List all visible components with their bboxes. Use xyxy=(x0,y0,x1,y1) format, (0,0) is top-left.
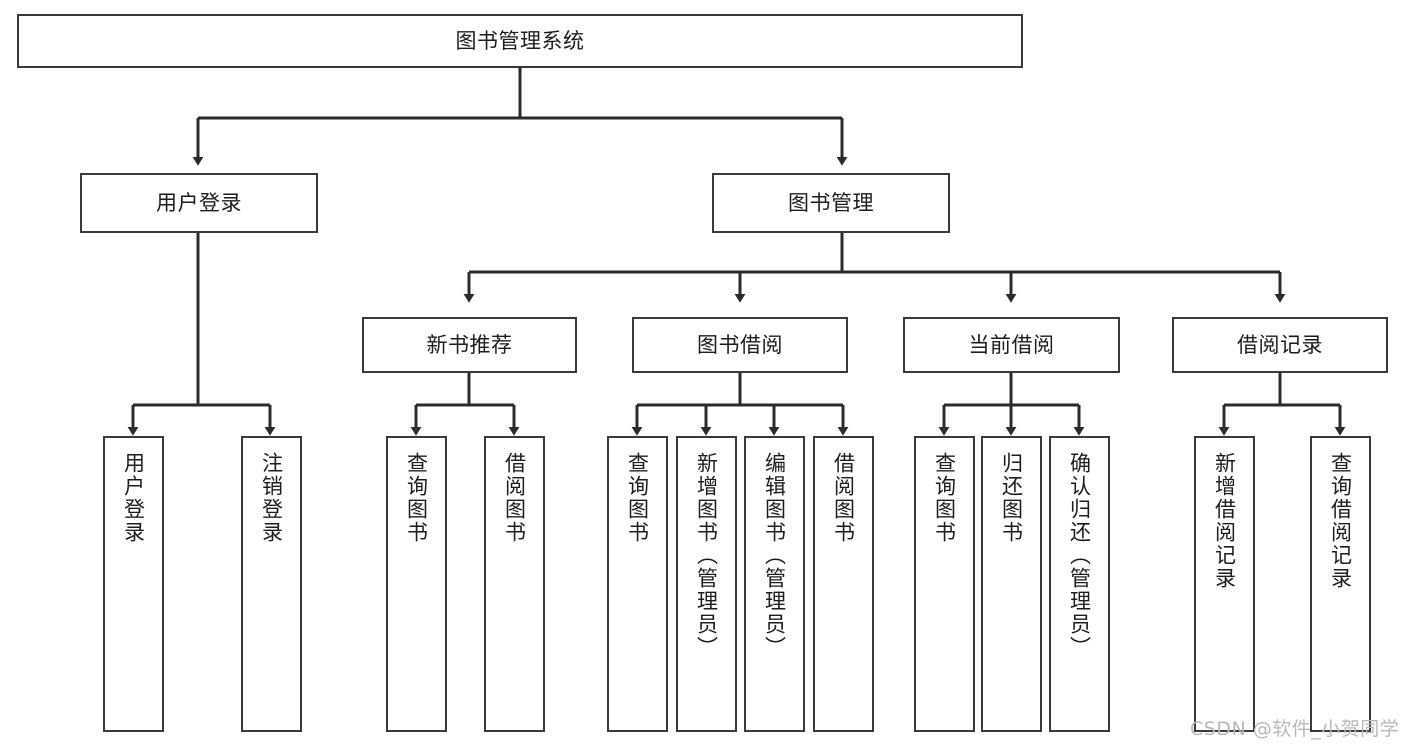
node-label: 图书管理系统 xyxy=(455,28,585,53)
leaf-user-login[interactable]: 用户登录 xyxy=(103,436,164,732)
node-label: 用户登录 xyxy=(121,452,146,544)
node-label: 图书管理 xyxy=(788,190,874,215)
leaf-borrow-book-new[interactable]: 借阅图书 xyxy=(484,436,545,732)
node-label: 归还图书 xyxy=(999,452,1024,544)
node-label: 查询图书 xyxy=(625,452,650,544)
leaf-query-book-current[interactable]: 查询图书 xyxy=(914,436,975,732)
node-label: 借阅记录 xyxy=(1237,332,1323,357)
leaf-edit-book-admin[interactable]: 编辑图书（管理员） xyxy=(744,436,805,732)
node-user-login[interactable]: 用户登录 xyxy=(80,173,318,233)
node-label: 查询借阅记录 xyxy=(1328,452,1353,590)
node-label: 查询图书 xyxy=(932,452,957,544)
node-label: 注销登录 xyxy=(259,452,284,544)
node-book-borrow[interactable]: 图书借阅 xyxy=(632,317,848,373)
node-new-book-recommend[interactable]: 新书推荐 xyxy=(362,317,577,373)
leaf-add-borrow-record[interactable]: 新增借阅记录 xyxy=(1194,436,1255,732)
node-label: 查询图书 xyxy=(404,452,429,544)
node-label: 新增图书（管理员） xyxy=(694,452,719,659)
leaf-return-book[interactable]: 归还图书 xyxy=(981,436,1042,732)
leaf-query-book-new[interactable]: 查询图书 xyxy=(386,436,447,732)
node-label: 当前借阅 xyxy=(968,332,1055,357)
leaf-query-borrow-record[interactable]: 查询借阅记录 xyxy=(1310,436,1371,732)
node-label: 借阅图书 xyxy=(502,452,527,544)
node-label: 图书借阅 xyxy=(697,332,783,357)
node-label: 新增借阅记录 xyxy=(1212,452,1237,590)
node-label: 用户登录 xyxy=(156,190,242,215)
leaf-confirm-return-admin[interactable]: 确认归还（管理员） xyxy=(1049,436,1110,732)
leaf-borrow-book[interactable]: 借阅图书 xyxy=(813,436,874,732)
leaf-add-book-admin[interactable]: 新增图书（管理员） xyxy=(676,436,737,732)
csdn-watermark: CSDN @软件_小贺同学 xyxy=(1190,718,1400,740)
leaf-logout[interactable]: 注销登录 xyxy=(241,436,302,732)
node-root-system[interactable]: 图书管理系统 xyxy=(17,14,1023,68)
node-label: 新书推荐 xyxy=(426,332,513,357)
node-label: 编辑图书（管理员） xyxy=(762,452,787,659)
node-borrow-records[interactable]: 借阅记录 xyxy=(1172,317,1388,373)
node-book-management[interactable]: 图书管理 xyxy=(712,173,950,233)
node-current-borrow[interactable]: 当前借阅 xyxy=(903,317,1120,373)
node-label: 借阅图书 xyxy=(831,452,856,544)
leaf-query-book-borrow[interactable]: 查询图书 xyxy=(607,436,668,732)
node-label: 确认归还（管理员） xyxy=(1067,452,1092,659)
